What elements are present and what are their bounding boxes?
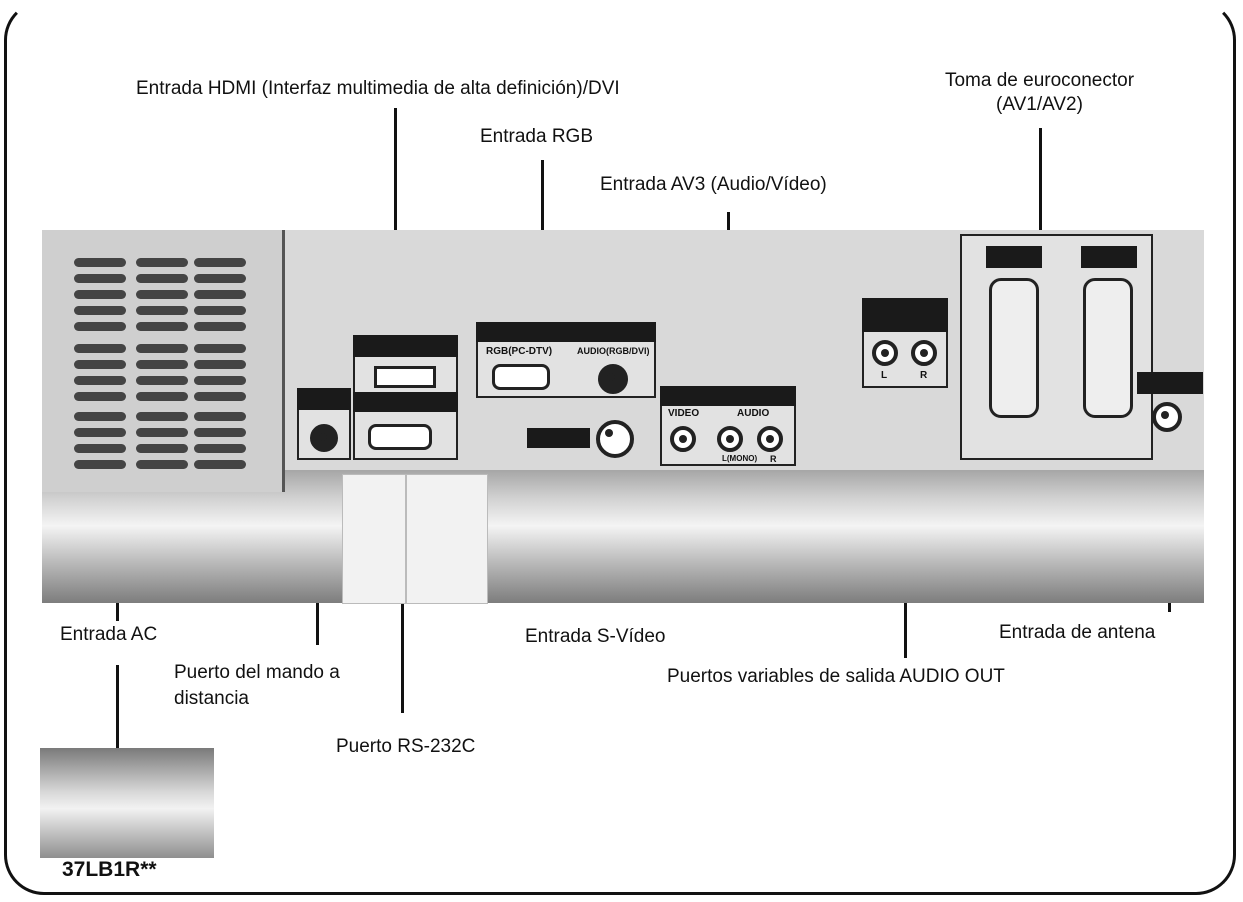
rgb-port — [492, 364, 550, 390]
audio-rgb-dvi-text: AUDIO(RGB/DVI) — [577, 346, 650, 356]
scart2-header — [1081, 246, 1137, 268]
audio-out-l-jack — [872, 340, 898, 366]
remote-port-header — [297, 388, 351, 410]
label-rgb: Entrada RGB — [480, 126, 593, 147]
label-euro-line1: Toma de euroconector — [944, 70, 1135, 91]
audio-out-r-text: R — [920, 370, 928, 381]
av3-audio-l-jack — [717, 426, 743, 452]
label-audio-out: Puertos variables de salida AUDIO OUT — [667, 666, 1005, 687]
label-av3: Entrada AV3 (Audio/Vídeo) — [600, 174, 827, 195]
rgb-header — [476, 322, 656, 342]
label-hdmi: Entrada HDMI (Interfaz multimedia de alt… — [136, 78, 620, 99]
rs232-header — [353, 392, 458, 412]
av3-header — [660, 386, 796, 406]
av3-audio-r-jack — [757, 426, 783, 452]
callout-frame — [4, 0, 1236, 895]
cable-cover-left — [342, 474, 406, 604]
vent-grille — [42, 230, 285, 492]
video-text: VIDEO — [668, 408, 700, 419]
leader-hdmi — [394, 108, 397, 338]
label-rs232: Puerto RS-232C — [336, 736, 476, 757]
audio-out-header — [862, 298, 948, 332]
leader-ac-lower — [116, 665, 119, 748]
svideo-jack — [596, 420, 634, 458]
label-remote-line1: Puerto del mando a — [174, 662, 340, 683]
leader-ac — [116, 603, 119, 621]
remote-port-jack — [310, 424, 338, 452]
model-thumbnail — [40, 748, 214, 858]
scart1-connector — [989, 278, 1039, 418]
label-svideo: Entrada S-Vídeo — [525, 626, 666, 647]
label-ac: Entrada AC — [60, 624, 158, 645]
rgb-pc-dtv-text: RGB(PC-DTV) — [486, 346, 553, 357]
label-antenna: Entrada de antena — [999, 622, 1156, 643]
scart2-connector — [1083, 278, 1133, 418]
audio-out-r-jack — [911, 340, 937, 366]
hdmi-port — [374, 366, 436, 388]
rs232-port — [368, 424, 432, 450]
tv-stand-base — [42, 470, 1204, 603]
audio-text: AUDIO — [737, 408, 770, 419]
label-remote-line2: distancia — [174, 688, 249, 709]
label-euro-line2: (AV1/AV2) — [996, 94, 1083, 115]
leader-euro — [1039, 128, 1042, 246]
hdmi-header — [353, 335, 458, 357]
antenna-header — [1137, 372, 1203, 394]
cable-cover-right — [406, 474, 488, 604]
audio-rgb-jack — [598, 364, 628, 394]
av3-video-jack — [670, 426, 696, 452]
scart1-header — [986, 246, 1042, 268]
audio-out-l-text: L — [881, 370, 888, 381]
svideo-label-block — [527, 428, 590, 448]
r-text: R — [770, 454, 777, 464]
model-label: 37LB1R** — [62, 858, 157, 881]
l-mono-text: L(MONO) — [722, 454, 758, 463]
antenna-jack — [1152, 402, 1182, 432]
